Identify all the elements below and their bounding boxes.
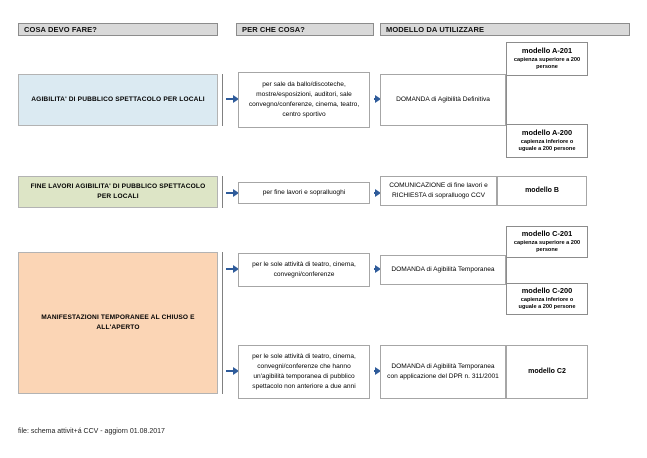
request-box-domanda-agibilita-temporanea-dpr: DOMANDA di Agibilità Temporanea con appl… (380, 345, 506, 399)
connector-line-row1 (222, 74, 223, 126)
model-subtitle-c-201: capienza superiore a 200 persone (513, 239, 581, 254)
model-title-c-200: modello C-200 (521, 286, 573, 296)
column-header-cosa-devo-fare: COSA DEVO FARE? (18, 23, 218, 36)
arrow-category-to-why-row3-branch1 (226, 265, 239, 273)
arrow-category-to-why-row1 (226, 95, 239, 103)
footer-file-note: file: schema attivit+á CCV - aggiorn 01.… (18, 428, 165, 435)
model-subtitle-a-200: capienza inferiore o uguale a 200 person… (518, 138, 576, 153)
arrow-category-to-why-row2 (226, 189, 239, 197)
why-box-manifestazioni-branch1: per le sole attività di teatro, cinema, … (238, 253, 370, 287)
arrow-why-to-request-row2 (374, 189, 381, 197)
model-title-a-201: modello A-201 (521, 46, 573, 56)
model-title-a-200: modello A-200 (521, 128, 573, 138)
connector-line-row3 (222, 252, 223, 394)
model-box-b: modello B (497, 176, 587, 206)
model-box-c-201: modello C-201 capienza superiore a 200 p… (506, 226, 588, 258)
why-box-agibilita-locali: per sale da ballo/discoteche, mostre/esp… (238, 72, 370, 128)
column-header-per-che-cosa: PER CHE COSA? (236, 23, 374, 36)
category-box-manifestazioni-temporanee: MANIFESTAZIONI TEMPORANEE AL CHIUSO E AL… (18, 252, 218, 394)
model-box-a-200: modello A-200 capienza inferiore o ugual… (506, 124, 588, 158)
arrow-why-to-request-row3-branch2 (374, 367, 381, 375)
connector-stub-row1-models (506, 42, 507, 158)
model-box-c-200: modello C-200 capienza inferiore o ugual… (506, 283, 588, 315)
category-box-fine-lavori: FINE LAVORI AGIBILITA' DI PUBBLICO SPETT… (18, 176, 218, 208)
model-box-a-201: modello A-201 capienza superiore a 200 p… (506, 42, 588, 76)
request-box-domanda-agibilita-temporanea: DOMANDA di Agibilità Temporanea (380, 255, 506, 285)
connector-line-row2 (222, 176, 223, 208)
arrow-category-to-why-row3-branch2 (226, 367, 239, 375)
arrow-why-to-request-row3-branch1 (374, 265, 381, 273)
model-subtitle-a-201: capienza superiore a 200 persone (513, 56, 581, 71)
why-box-fine-lavori: per fine lavori e sopralluoghi (238, 182, 370, 204)
why-box-manifestazioni-branch2: per le sole attività di teatro, cinema, … (238, 345, 370, 399)
category-box-agibilita-locali: AGIBILITA' DI PUBBLICO SPETTACOLO PER LO… (18, 74, 218, 126)
column-header-modello-da-utilizzare: MODELLO DA UTILIZZARE (380, 23, 630, 36)
arrow-why-to-request-row1 (374, 95, 381, 103)
model-box-c2: modello C2 (506, 345, 588, 399)
request-box-domanda-agibilita-definitiva: DOMANDA di Agibilità Definitiva (380, 74, 506, 126)
request-box-comunicazione-fine-lavori: COMUNICAZIONE di fine lavori e RICHIESTA… (380, 176, 497, 206)
model-subtitle-c-200: capienza inferiore o uguale a 200 person… (518, 296, 576, 311)
model-title-c-201: modello C-201 (521, 229, 573, 239)
connector-stub-row3-models (506, 226, 507, 315)
